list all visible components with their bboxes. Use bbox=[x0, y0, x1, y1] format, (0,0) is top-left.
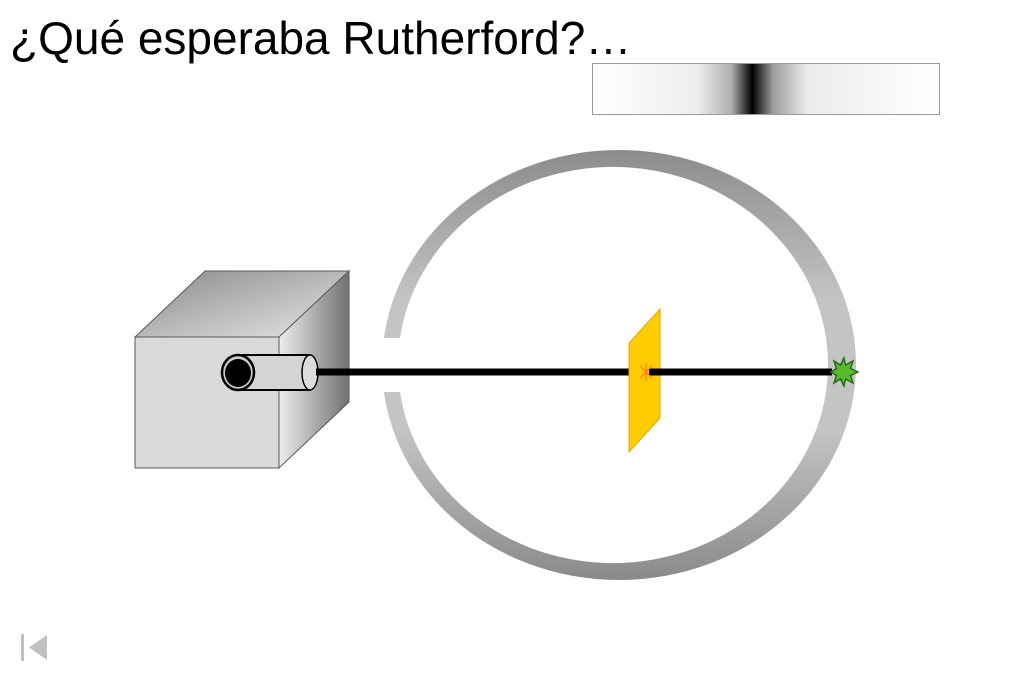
foil-impact-mark bbox=[639, 363, 653, 381]
scintillation-flash-icon bbox=[829, 355, 860, 389]
alpha-source-opening bbox=[225, 359, 251, 387]
slide-title: ¿Qué esperaba Rutherford?… bbox=[10, 12, 632, 64]
detector-band-fill bbox=[593, 64, 939, 114]
detector-band-strip bbox=[592, 63, 940, 115]
skip-to-first-arrow-icon bbox=[29, 635, 47, 660]
gold-foil bbox=[628, 307, 661, 454]
collimator-tube bbox=[220, 353, 319, 392]
nav-first-slide-button[interactable] bbox=[18, 631, 50, 663]
skip-to-first-icon bbox=[21, 634, 24, 661]
fluorescent-screen-ring bbox=[382, 150, 856, 580]
